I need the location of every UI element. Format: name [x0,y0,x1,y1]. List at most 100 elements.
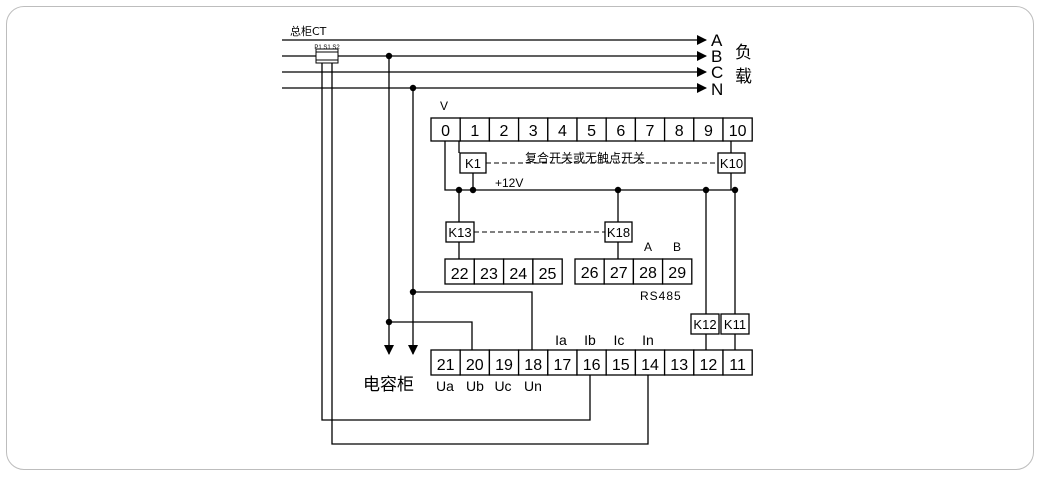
terminal-number: 15 [612,357,630,374]
current-label: In [642,332,654,348]
terminal-number: 16 [583,357,601,374]
terminal-number: 24 [509,266,527,283]
terminal-number: 23 [480,266,498,283]
relay-k1: K1 [459,152,487,174]
junction-dot [702,186,710,194]
relay-k11: K11 [720,313,750,335]
terminal-number: 26 [581,265,599,282]
terminal-number: 2 [500,123,509,140]
phase-label-b: B [711,47,722,66]
junction-dot [385,318,393,326]
junction-dot [469,186,477,194]
bottom-terminal-19: 19 [488,349,520,376]
top-terminal-8: 8 [663,117,695,142]
terminal-number: 21 [437,357,455,374]
mid-terminal-29: 29 [661,258,693,285]
voltage-label: Uc [494,378,511,394]
relay-k12: K12 [690,313,720,335]
ct-symbol: P1 S1 S2 [314,45,340,64]
terminal-number: 13 [670,357,688,374]
phase-label-c: C [711,63,723,82]
relay-k18: K18 [604,221,633,243]
terminal-number: 1 [470,123,479,140]
rs485-label: RS485 [640,289,682,303]
terminal-number: 8 [675,123,684,140]
bottom-terminal-21: 21 [430,349,461,376]
terminal-number: 3 [529,123,538,140]
relay-label: K18 [607,225,630,240]
ct-label: 总柜CT [290,24,327,38]
terminal-number: 6 [616,123,625,140]
wire-ub [389,321,473,350]
ct-wire-s1 [321,56,591,421]
relay-label: K12 [693,317,716,332]
terminal-number: 12 [700,357,718,374]
terminal-number: 18 [524,357,542,374]
mid-terminal-28: 28 [632,258,664,285]
phase-label-a: A [711,31,723,50]
relay-k10: K10 [717,152,746,174]
terminal-number: 14 [641,357,659,374]
bottom-terminal-14: 14 [634,349,666,376]
junction-dot [614,186,622,194]
load-label-2: 载 [735,67,752,87]
mid-terminal-23: 23 [473,258,505,285]
relay-label: K11 [724,317,746,332]
phase-label-n: N [711,80,723,99]
relay-label: K13 [448,225,471,240]
voltage-label: Un [524,378,542,394]
top-terminal-0: 0 [430,117,461,142]
switch-label: 复合开关或无触点开关 [525,150,645,165]
bottom-terminal-strip: 21 20 19 18 17 16 15 14 13 12 11 [430,349,753,376]
top-terminal-7: 7 [634,117,666,142]
junction-dot [409,288,417,296]
mid-terminal-22: 22 [444,258,475,285]
mid-terminal-25: 25 [532,258,563,285]
terminal-number: 27 [610,265,628,282]
top-terminal-2: 2 [488,117,520,142]
relay-label: K1 [465,156,481,171]
rs485-a-label: A [644,240,652,254]
bottom-terminal-18: 18 [517,349,549,376]
wire-un [413,291,533,350]
capacitor-label: 电容柜 [363,375,414,395]
top-terminal-4: 4 [547,117,578,142]
terminal-number: 11 [729,357,746,374]
junction-dot [409,84,417,92]
junction-dot [455,186,463,194]
voltage-label: Ub [466,378,484,394]
top-terminal-5: 5 [576,117,607,142]
relay-label: K10 [720,156,743,171]
top-terminal-9: 9 [693,117,724,142]
terminal-number: 19 [495,357,513,374]
v-label: V [440,99,448,113]
top-terminal-6: 6 [605,117,637,142]
terminal-number: 4 [558,123,567,140]
terminal-number: 10 [729,123,747,140]
bottom-terminal-11: 11 [722,349,753,376]
terminal-number: 20 [466,357,484,374]
wire-12v-bus [444,141,737,191]
terminal-number: 9 [704,123,713,140]
mid-terminal-24: 24 [502,258,534,285]
terminal-number: 29 [668,265,686,282]
bottom-terminal-20: 20 [459,349,491,376]
bottom-terminal-13: 13 [663,349,695,376]
terminal-number: 7 [646,123,655,140]
mid-terminal-26: 26 [574,258,605,285]
terminal-number: 17 [554,357,572,374]
terminal-number: 22 [451,266,469,283]
current-label: Ia [555,332,567,348]
terminal-number: 0 [441,123,450,140]
terminal-number: 28 [639,265,657,282]
bottom-terminal-17: 17 [547,349,578,376]
mid-terminal-strip: 22 23 24 25 26 27 28 29 [444,258,693,285]
bottom-terminal-16: 16 [576,349,607,376]
terminal-number: 25 [539,266,557,283]
mid-terminal-27: 27 [603,258,635,285]
rs485-b-label: B [673,240,681,254]
